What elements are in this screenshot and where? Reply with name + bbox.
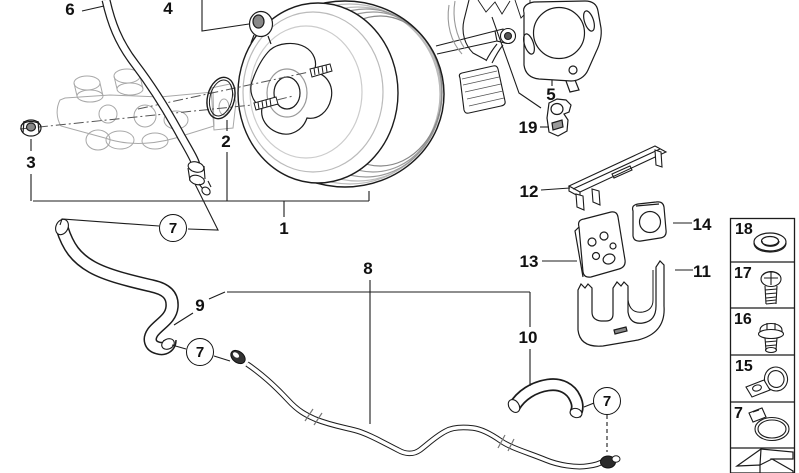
pushrod <box>435 27 517 55</box>
damper-pad <box>574 211 626 278</box>
pipe-end-connector <box>600 455 621 469</box>
o-ring <box>206 76 236 120</box>
legend-column <box>729 217 796 473</box>
callout-13[interactable]: 13 <box>519 252 539 271</box>
callout-19[interactable]: 19 <box>518 118 538 137</box>
vacuum-pipe-8 <box>230 349 621 470</box>
screw-icon <box>760 270 782 305</box>
legend-cell-18-label[interactable]: 18 <box>735 221 753 238</box>
callout-11[interactable]: 11 <box>693 262 711 281</box>
callout-9[interactable]: 9 <box>195 296 205 315</box>
legend-cell-17-label[interactable]: 17 <box>734 265 752 282</box>
nut <box>20 119 42 137</box>
legend-cell-16-label[interactable]: 16 <box>734 311 752 328</box>
hex-bolt-icon <box>757 322 785 354</box>
callout-leader-lines <box>30 0 693 452</box>
legend-cell-15-label[interactable]: 15 <box>735 358 753 375</box>
molded-hose-10 <box>507 378 584 419</box>
support-bracket <box>577 260 665 347</box>
hose-clamp-icon <box>748 407 790 442</box>
brake-pedal <box>447 0 531 114</box>
retaining-clip <box>546 98 572 137</box>
cover-rail <box>567 145 668 211</box>
booster-face-plate <box>250 42 333 135</box>
callout-14[interactable]: 14 <box>692 215 712 234</box>
callout-4[interactable]: 4 <box>163 0 173 18</box>
callout-5[interactable]: 5 <box>546 85 556 104</box>
mounting-stud <box>253 63 333 111</box>
callout-10[interactable]: 10 <box>518 328 538 347</box>
grommet-ring-icon <box>753 232 787 253</box>
clamp-callout-7-lower[interactable]: 7 <box>186 338 214 366</box>
callout-1[interactable]: 1 <box>279 219 289 238</box>
check-valve-grommet <box>248 10 274 45</box>
vacuum-hose-6 <box>101 0 212 196</box>
clamp-callout-7-right[interactable]: 7 <box>593 387 621 415</box>
legend-cell-7-label[interactable]: 7 <box>734 405 743 422</box>
legend-continuation-arrow-icon <box>734 448 794 473</box>
bushing <box>631 201 667 242</box>
callout-12[interactable]: 12 <box>519 182 539 201</box>
callout-3[interactable]: 3 <box>26 153 36 172</box>
stud-axis-lines <box>19 71 310 130</box>
p-clamp-icon <box>745 366 789 398</box>
callout-8[interactable]: 8 <box>363 259 373 278</box>
formed-hose-9 <box>55 218 179 356</box>
clamp-callout-7-upper[interactable]: 7 <box>159 214 187 242</box>
gasket <box>523 0 602 93</box>
callout-6[interactable]: 6 <box>65 0 75 19</box>
callout-2[interactable]: 2 <box>221 132 231 151</box>
brake-booster <box>237 0 445 188</box>
